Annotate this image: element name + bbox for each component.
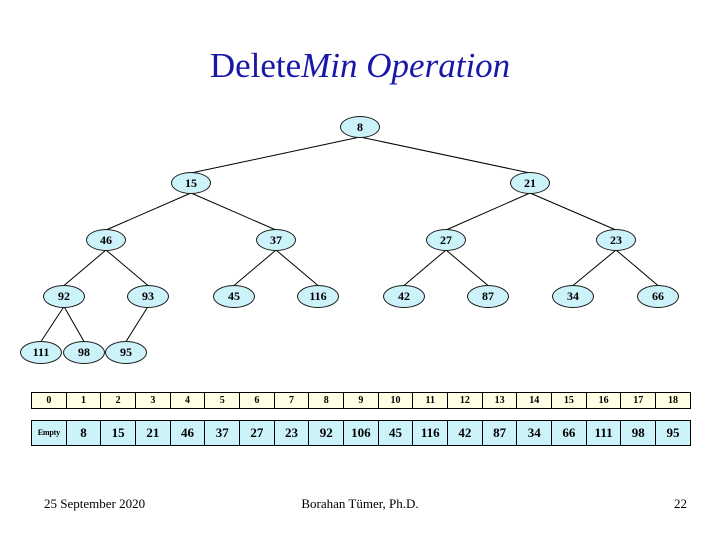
tree-node-21: 21 [510,172,550,194]
array-value-cell-6: 27 [239,420,275,446]
array-value-cell-12: 42 [447,420,483,446]
tree-edge-92-111 [40,306,65,342]
tree-edge-37-45 [233,249,277,286]
tree-edge-93-95 [125,306,149,342]
array-value-cell-10: 45 [377,420,414,446]
page-title-italic: Min Operation [301,46,511,85]
tree-node-111: 111 [20,340,62,364]
array-value-cell-11: 116 [412,420,449,446]
tree-edge-23-66 [615,249,659,286]
footer-date: 25 September 2020 [44,496,146,511]
tree-node-66: 66 [637,284,679,308]
footer-author: Borahan Tümer, Ph.D. [301,496,419,511]
array-index-cell-14: 14 [516,392,553,409]
tree-node-23: 23 [596,229,636,251]
tree-edge-21-23 [529,192,617,231]
array-index-cell-5: 5 [204,392,241,409]
array-index-cell-9: 9 [343,392,379,409]
array-value-cell-5: 37 [204,420,241,446]
tree-node-87: 87 [467,284,509,308]
tree-edge-8-21 [359,136,531,174]
tree-node-37: 37 [256,229,296,251]
tree-node-8: 8 [340,116,380,138]
array-index-cell-17: 17 [620,392,657,409]
array-index-cell-13: 13 [481,392,518,409]
tree-node-92: 92 [43,284,85,308]
array-index-cell-18: 18 [655,392,691,409]
tree-node-116: 116 [297,284,339,308]
array-index-cell-4: 4 [169,392,206,409]
page-title: DeleteMin Operation [0,46,720,86]
array-value-cell-7: 23 [273,420,310,446]
tree-edge-21-27 [445,192,531,231]
tree-node-34: 34 [552,284,594,308]
array-index-cell-1: 1 [65,392,102,409]
tree-node-46: 46 [86,229,126,251]
array-index-cell-15: 15 [551,392,587,409]
tree-edge-23-34 [572,249,617,286]
array-value-cell-15: 66 [551,420,587,446]
array-index-cell-12: 12 [447,392,483,409]
tree-edge-46-92 [63,249,107,286]
tree-node-27: 27 [426,229,466,251]
tree-edge-27-87 [445,249,489,286]
array-value-cell-2: 15 [100,420,137,446]
tree-node-93: 93 [127,284,169,308]
array-index-cell-2: 2 [100,392,137,409]
slide-footer: 25 September 2020 Borahan Tümer, Ph.D. 2… [0,495,720,519]
tree-node-45: 45 [213,284,255,308]
tree-edge-92-98 [63,306,85,342]
footer-page-number: 22 [674,496,687,511]
page-title-roman: Delete [209,46,302,85]
array-value-cell-9: 106 [343,420,379,446]
tree-node-42: 42 [383,284,425,308]
array-index-cell-7: 7 [273,392,310,409]
array-value-cell-3: 21 [135,420,171,446]
array-index-cell-8: 8 [308,392,345,409]
array-index-cell-11: 11 [412,392,449,409]
tree-edges [40,136,659,342]
array-value-cell-14: 34 [516,420,553,446]
tree-edge-15-46 [105,192,192,231]
array-value-cell-0: Empty [31,420,67,446]
array-value-cell-18: 95 [655,420,691,446]
tree-edge-15-37 [190,192,277,231]
array-value-cell-13: 87 [481,420,518,446]
tree-edge-46-93 [105,249,149,286]
array-index-cell-16: 16 [585,392,622,409]
array-value-cell-4: 46 [169,420,206,446]
array-value-cell-1: 8 [65,420,102,446]
tree-node-15: 15 [171,172,211,194]
tree-edge-27-42 [403,249,447,286]
tree-edge-8-15 [190,136,361,174]
array-index-cell-0: 0 [31,392,67,409]
array-index-cell-10: 10 [377,392,414,409]
tree-edge-37-116 [275,249,319,286]
array-index-cell-6: 6 [239,392,275,409]
tree-node-95: 95 [105,340,147,364]
tree-node-98: 98 [63,340,105,364]
array-value-cell-8: 92 [308,420,345,446]
array-index-cell-3: 3 [135,392,171,409]
array-value-cell-16: 111 [585,420,622,446]
array-value-cell-17: 98 [620,420,657,446]
